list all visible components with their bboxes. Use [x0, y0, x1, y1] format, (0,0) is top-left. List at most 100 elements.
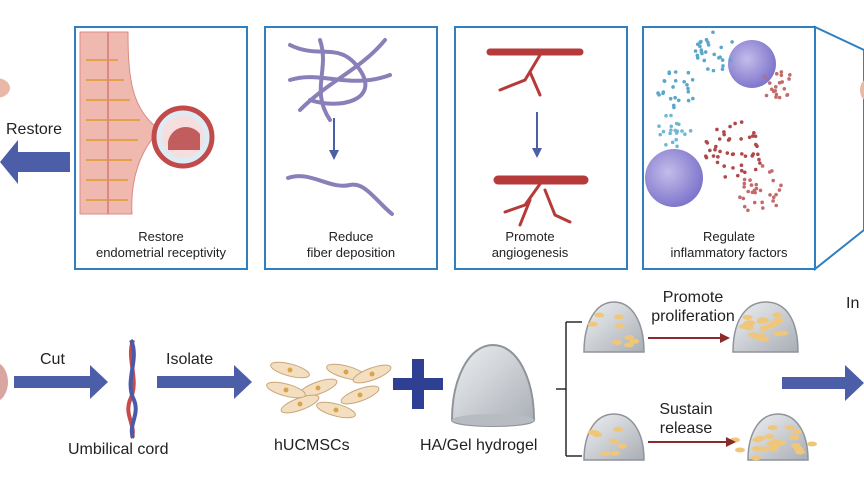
gel-cell	[589, 430, 600, 436]
cytokine-dot	[740, 152, 744, 156]
cell-nucleus	[283, 387, 289, 393]
cytokine-dot	[703, 154, 708, 158]
cytokine-dot	[717, 137, 722, 141]
uterus-partial-right-icon	[860, 80, 864, 100]
panel-fiber	[264, 26, 438, 270]
caption-line: Promote	[505, 229, 555, 244]
label-line: proliferation	[651, 308, 735, 326]
isolate-label: Isolate	[166, 351, 214, 368]
cytokine-dot	[671, 85, 675, 89]
umbilical-source-icon	[0, 363, 8, 401]
cell-nucleus	[357, 392, 363, 398]
cut-arrow	[14, 365, 108, 399]
inflammatory-cell-upper-icon	[728, 40, 776, 88]
cytokine-dot	[753, 134, 758, 139]
embryo-icon	[151, 105, 215, 169]
label-line: Sustain	[659, 401, 713, 418]
cytokine-dot	[774, 92, 779, 97]
hydrogel-label: HA/Gel hydrogel	[420, 437, 538, 454]
cytokine-dot	[728, 124, 732, 129]
gel-cell	[755, 435, 766, 441]
cytokine-dot	[675, 144, 679, 149]
cytokine-dot	[722, 164, 726, 168]
cytokine-dot	[711, 30, 715, 35]
sustain-release-label: Sustain release	[644, 400, 728, 438]
gel-cell	[776, 440, 787, 446]
cytokine-dot	[703, 50, 708, 54]
cytokine-dot	[719, 45, 723, 50]
cytokine-dot	[735, 173, 740, 178]
caption-line: Reduce	[328, 229, 374, 244]
isolate-arrow	[157, 365, 252, 399]
cytokine-dot	[706, 67, 710, 71]
cytokine-dot	[739, 137, 743, 141]
cytokine-dot	[698, 44, 702, 49]
cytokine-dot	[699, 50, 704, 54]
cytokine-dot	[720, 67, 725, 71]
cytokine-dot	[688, 129, 693, 133]
cytokine-dot	[758, 161, 762, 165]
gel-cell	[784, 425, 795, 431]
cytokine-dot	[668, 96, 673, 101]
cytokine-dot	[777, 95, 782, 100]
caption-line: Restore	[138, 229, 184, 244]
cytokine-dot	[711, 68, 716, 73]
cytokine-dot	[672, 105, 676, 110]
cytokine-dot	[741, 196, 746, 201]
cytokine-dots	[656, 30, 792, 213]
fiber-reduced-icon	[286, 174, 394, 216]
cytokine-dot	[722, 132, 726, 137]
cytokine-dot	[771, 178, 776, 183]
cytokine-dot	[730, 152, 735, 157]
cytokine-dot	[686, 89, 691, 94]
cytokine-dot	[753, 167, 758, 172]
cytokine-dot	[749, 183, 754, 187]
branch-bracket	[556, 321, 582, 457]
cytokine-dot	[699, 39, 703, 44]
cytokine-dot	[722, 130, 726, 134]
cell-nucleus	[343, 369, 349, 375]
gel-cell	[612, 339, 623, 345]
gel-cell	[747, 332, 758, 338]
vessel-small-icon	[486, 48, 584, 97]
cytokine-dot	[715, 160, 720, 165]
gel-cell	[616, 443, 627, 449]
zoom-wedge	[814, 25, 864, 272]
cell-nucleus	[287, 367, 293, 373]
gel-cell	[614, 314, 625, 320]
gel-cell	[759, 336, 770, 342]
cytokine-dot	[715, 127, 719, 132]
cytokine-dot	[661, 129, 666, 134]
restore-arrow	[0, 140, 70, 184]
cytokine-dot	[767, 81, 772, 85]
restore-left-label: Restore	[6, 121, 63, 138]
hydrogel-dome-icon	[450, 343, 536, 427]
cytokine-dot	[702, 58, 707, 63]
uterus-partial-icon	[0, 78, 10, 98]
cytokine-dot	[716, 155, 720, 159]
cytokine-dot	[779, 70, 784, 74]
umbilical-cord-icon	[126, 339, 138, 439]
cytokine-dot	[662, 79, 667, 83]
cytokine-dot	[704, 37, 709, 42]
cytokine-dot	[760, 200, 764, 205]
cytokine-dot	[714, 144, 718, 149]
gel-cell	[742, 314, 753, 320]
cytokine-dot	[767, 170, 772, 174]
gel-cell	[735, 447, 745, 453]
cytokine-dot	[686, 98, 691, 103]
cytokine-dot	[771, 195, 776, 200]
cytokine-dot	[752, 188, 757, 193]
cytokine-dot	[685, 83, 689, 87]
gel-cell	[629, 338, 640, 344]
gel-cell	[751, 455, 761, 461]
cell-nucleus	[333, 407, 339, 413]
gel-cell	[766, 441, 777, 447]
caption-line: endometrial receptivity	[95, 244, 227, 260]
gel-cell	[613, 426, 624, 432]
proliferation-arrow	[648, 333, 730, 343]
cytokine-dot	[751, 152, 756, 156]
cytokine-dot	[746, 208, 750, 213]
gel-cell	[624, 335, 635, 341]
